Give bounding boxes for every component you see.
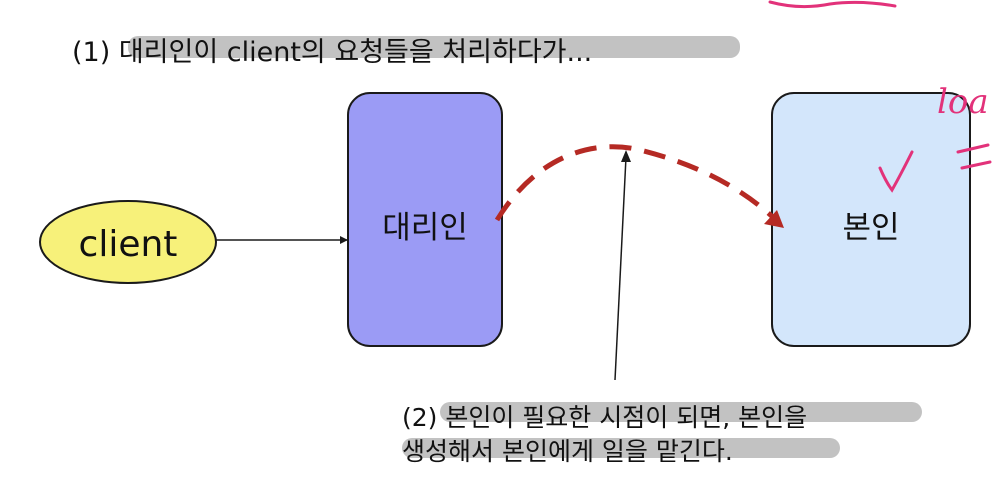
- proxy-to-real-arrowhead: [764, 210, 784, 228]
- step2-caption-line2: 생성해서 본인에게 일을 맡긴다.: [402, 437, 733, 466]
- client-node: [39, 200, 217, 284]
- step1-highlight: [128, 36, 740, 58]
- step2-caption-line1: (2) 본인이 필요한 시점이 되면, 본인을: [402, 403, 808, 432]
- annotation-dash-upper: [956, 143, 990, 154]
- annotation-check-mark: [878, 150, 914, 193]
- step2-pointer-arrowhead: [621, 150, 631, 162]
- client-to-proxy-arrowhead: [340, 236, 348, 244]
- annotation-fragment: loa: [937, 82, 989, 122]
- step1-caption: (1) 대리인이 client의 요청들을 처리하다가...: [72, 37, 593, 68]
- step2-pointer-line: [614, 156, 627, 381]
- proxy-node-label: 대리인: [382, 210, 468, 246]
- proxy-to-real-dashed-arrow: [494, 144, 780, 224]
- step2-line1-highlight: [440, 402, 922, 422]
- step2-line2-highlight: [402, 438, 840, 458]
- real-subject-node-label: 본인: [842, 210, 900, 246]
- proxy-node: [347, 92, 503, 347]
- client-node-label: client: [78, 224, 178, 265]
- annotation-top-stroke: [768, 0, 897, 9]
- annotation-dash-lower: [960, 160, 992, 170]
